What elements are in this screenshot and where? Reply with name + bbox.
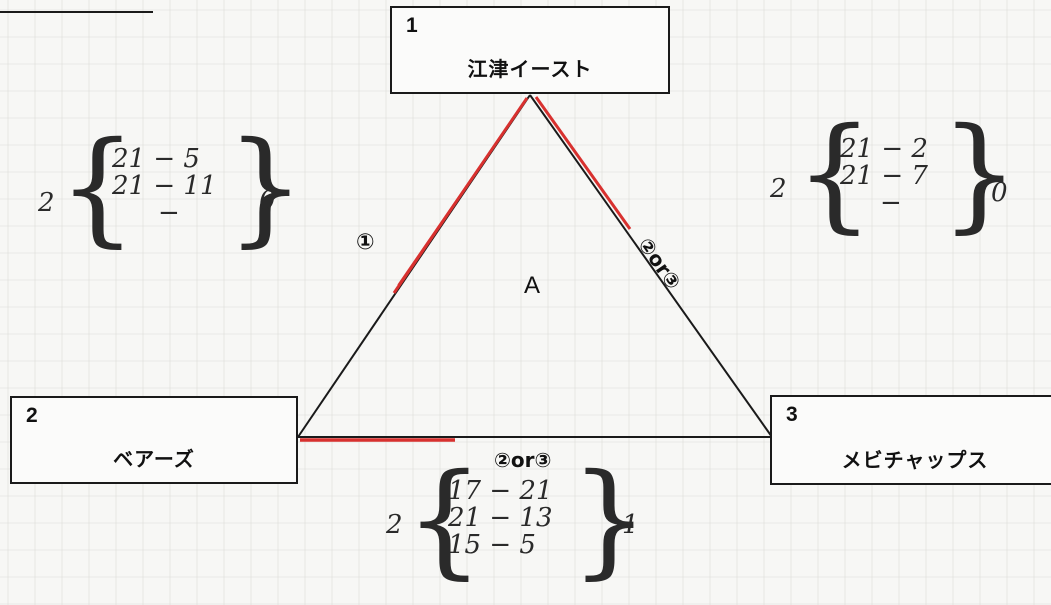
team-name: 江津イースト [467, 57, 593, 81]
brace-open: { [795, 102, 874, 246]
team-number: 3 [786, 403, 798, 426]
set-score: 21 − 5 [112, 144, 200, 174]
match-line-right [529, 94, 773, 438]
set-score: 21 − 7 [840, 161, 928, 191]
set-score: − [158, 198, 180, 228]
score-sets: 21 − 2 21 − 7 − [840, 136, 928, 217]
brace-open: { [58, 116, 137, 260]
set-score: 21 − 11 [112, 171, 217, 201]
set-score: 21 − 2 [840, 134, 928, 164]
team-number: 1 [406, 14, 418, 37]
team-name: メビチャップス [841, 448, 989, 472]
pool-label: A [524, 272, 541, 299]
set-score: 17 − 21 [448, 476, 553, 506]
team-box-2: 2 ベアーズ [10, 396, 298, 484]
match-label-left: ① [356, 230, 375, 255]
score-won-left: 2 [770, 174, 787, 204]
team-number: 2 [26, 404, 38, 427]
score-won-right: 0 [259, 186, 276, 216]
team-box-1: 1 江津イースト [390, 6, 670, 94]
match-label-bottom: ②or③ [494, 448, 552, 472]
brace-open: { [405, 448, 484, 592]
winner-mark-left-b [397, 101, 525, 286]
team-box-3: 3 メビチャップス [770, 395, 1051, 485]
score-won-right: 0 [991, 178, 1008, 208]
score-won-right: 1 [622, 510, 639, 540]
brace-close: } [940, 102, 1019, 246]
brace-close: } [570, 448, 649, 592]
set-score: 21 − 13 [448, 503, 553, 533]
team-name: ベアーズ [113, 447, 195, 471]
score-sets: 17 − 21 21 − 13 15 − 5 [448, 478, 552, 559]
score-sets: 21 − 5 21 − 11 − [112, 146, 216, 227]
winner-mark-right [534, 96, 632, 230]
set-score: − [880, 188, 902, 218]
score-won-left: 2 [386, 510, 403, 540]
brace-close: } [226, 116, 305, 260]
score-won-left: 2 [38, 188, 55, 218]
set-score: 15 − 5 [448, 530, 536, 560]
